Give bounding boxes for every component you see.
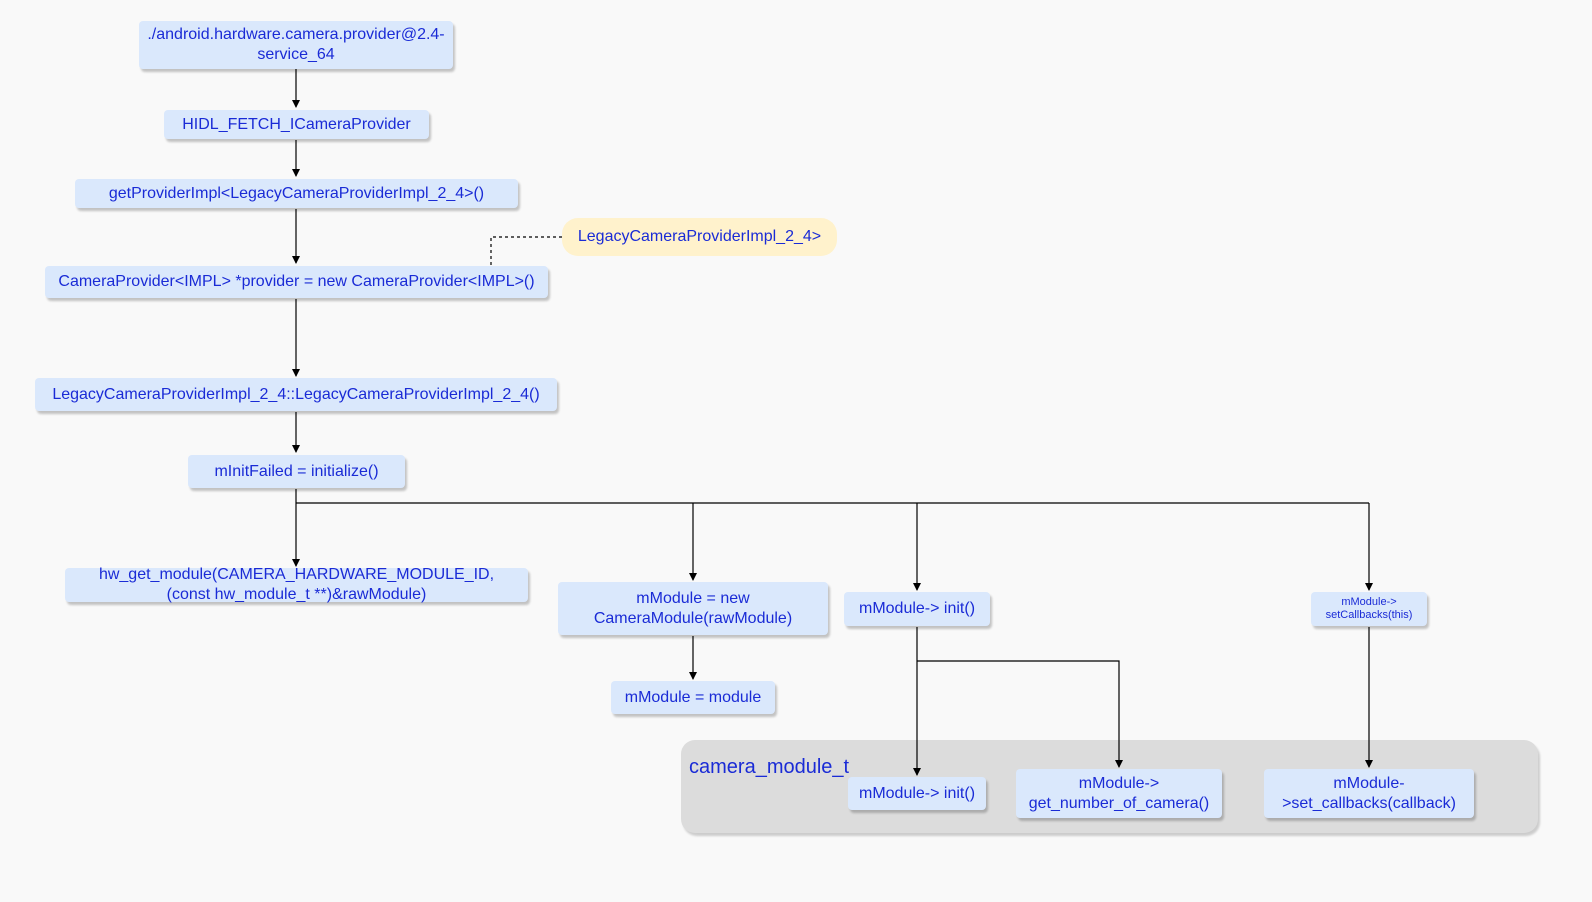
service-node: ./android.hardware.camera.provider@2.4- … — [139, 21, 453, 69]
edge-moduleinit-cmgetnumber — [917, 660, 1123, 768]
cm-get-number-node: mModule-> get_number_of_camera() — [1016, 769, 1222, 818]
legacy-impl-note: LegacyCameraProviderImpl_2_4> — [562, 218, 837, 256]
set-callbacks-node: mModule-> setCallbacks(this) — [1311, 592, 1427, 626]
module-assign-node: mModule = module — [611, 681, 775, 714]
cm-init-node: mModule-> init() — [848, 777, 986, 810]
edge-note-newprovider — [487, 236, 562, 277]
legacy-ctor-node: LegacyCameraProviderImpl_2_4::LegacyCame… — [35, 378, 557, 411]
hidl-fetch-node: HIDL_FETCH_ICameraProvider — [164, 110, 429, 139]
camera-module-group-label: camera_module_t — [689, 756, 850, 778]
init-failed-node: mInitFailed = initialize() — [188, 455, 405, 488]
hw-get-module-node: hw_get_module(CAMERA_HARDWARE_MODULE_ID,… — [65, 566, 528, 603]
new-camera-module-node: mModule = new CameraModule(rawModule) — [558, 582, 828, 635]
new-provider-node: CameraProvider<IMPL> *provider = new Cam… — [45, 266, 548, 298]
get-provider-impl-node: getProviderImpl<LegacyCameraProviderImpl… — [75, 179, 518, 208]
module-init-node: mModule-> init() — [844, 592, 990, 626]
cm-set-callbacks-node: mModule- >set_callbacks(callback) — [1264, 769, 1474, 818]
